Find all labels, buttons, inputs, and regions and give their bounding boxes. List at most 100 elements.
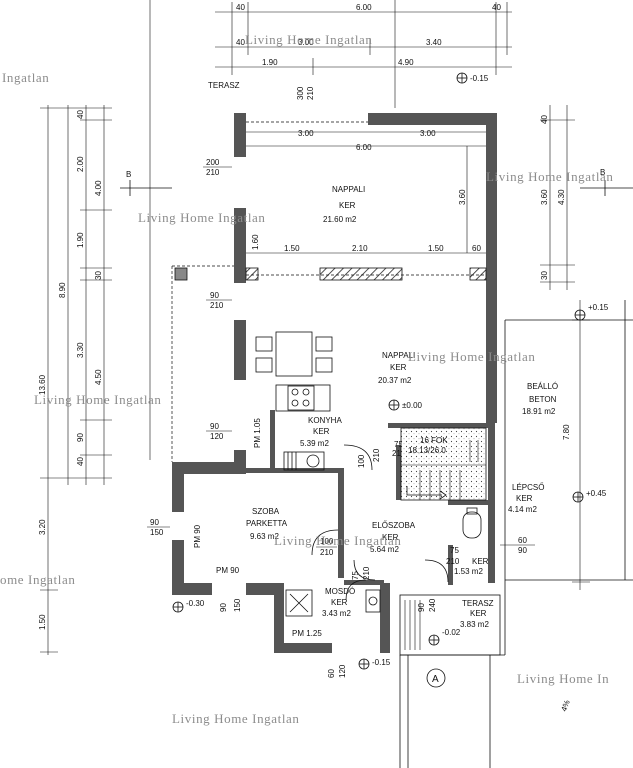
dim-col2-330: 3.30 [76, 342, 85, 358]
dim-r3-490: 4.90 [398, 58, 414, 67]
dim-col3-400: 4.00 [94, 180, 103, 196]
room-eloszoba-floor: KER [382, 533, 399, 542]
door-swings [311, 444, 449, 601]
mosdo-fixtures [285, 589, 381, 617]
room-labels: NAPPALI KER 21.60 m2 NAPPALI KER 20.37 m… [246, 185, 558, 629]
room-nappali-top-area: 21.60 m2 [323, 215, 357, 224]
room-mosdo-floor: KER [331, 598, 348, 607]
dim-win-210: 2.10 [352, 244, 368, 253]
room-konyha-name: KONYHA [308, 416, 342, 425]
room-szoba-area: 9.63 m2 [250, 532, 279, 541]
dim-win-210-left: 210 [206, 168, 220, 177]
dim-stair-door-210: 210 [372, 448, 381, 462]
level-carport-mid: +0.45 [586, 489, 607, 498]
dim-wc-door-210: 210 [446, 557, 460, 566]
dim-right-430: 4.30 [557, 189, 566, 205]
left-dimension-chains: 13.60 3.20 1.50 8.90 40 2.00 1.90 3.30 9… [38, 105, 112, 655]
lintel-beam-right [469, 267, 487, 281]
dim-top-40-right: 40 [492, 3, 501, 12]
room-lepcso-floor: KER [516, 494, 533, 503]
walls [172, 113, 497, 653]
dim-r2-300: 3.00 [298, 38, 314, 47]
dim-terasz-90: 90 [417, 603, 426, 612]
dim-elo-door-100: 100 [320, 537, 334, 546]
section-b-left-label: B [126, 170, 131, 179]
dim-right-780: 7.80 [562, 424, 571, 440]
dim-stair-door-100: 100 [357, 454, 366, 468]
lintel-beam-center [319, 267, 403, 281]
dim-mosdo-door-75: 75 [351, 571, 360, 580]
dim-left-150: 1.50 [38, 614, 47, 630]
lintel-beam-left [245, 267, 259, 281]
dim-szoba-win-90: 90 [150, 518, 159, 527]
room-mosdo-area: 3.43 m2 [322, 609, 351, 618]
terrace-top-label: TERASZ [208, 81, 240, 90]
section-mark-b-left [120, 180, 172, 196]
dim-col2-40: 40 [76, 110, 85, 119]
watermark-lower-center: Living Home Ingatlan [274, 533, 402, 548]
dim-entry-60: 60 [327, 669, 336, 678]
dim-right-40: 40 [540, 115, 549, 124]
room-lepcso-area: 4.14 m2 [508, 505, 537, 514]
dim-col2-200: 2.00 [76, 156, 85, 172]
dim-inner-600: 6.00 [356, 143, 372, 152]
watermark-lower-left: ome Ingatlan [0, 572, 75, 587]
watermark-lower-right: Living Home In [517, 671, 609, 686]
level-living: ±0.00 [402, 401, 423, 410]
pm-90-side: PM 90 [193, 524, 202, 548]
room-eloszoba-area: 5.64 m2 [370, 545, 399, 554]
room-beallo-name: BEÁLLÓ [527, 382, 558, 391]
section-b-right-label: B [600, 168, 605, 177]
dim-160-vertical: 1.60 [251, 234, 260, 250]
watermark-right-top: Living Home Ingatlan [486, 169, 614, 184]
room-terasz-name: TERASZ [462, 599, 494, 608]
level-terasz: -0.02 [442, 628, 461, 637]
right-dimension-chains: 40 3.60 4.30 30 7.80 [540, 105, 590, 590]
room-szoba-name: SZOBA [252, 507, 280, 516]
dim-door-210: 210 [210, 301, 224, 310]
dim-mosdo-door-210: 210 [362, 566, 371, 580]
room-szoba-floor: PARKETTA [246, 519, 288, 528]
level-carport-top: +0.15 [588, 303, 609, 312]
dim-inner-300-right: 3.00 [420, 129, 436, 138]
stairs-spec: 18.13/26.0 [408, 446, 446, 455]
dim-col2-40b: 40 [76, 457, 85, 466]
room-beallo-floor: BETON [529, 395, 557, 404]
dim-r3-190: 1.90 [262, 58, 278, 67]
dim-r2-340: 3.40 [426, 38, 442, 47]
room-lepcso-name: LÉPCSŐ [512, 483, 544, 492]
dim-stair-side-75: 75 [394, 440, 403, 449]
dim-win-150-right: 1.50 [428, 244, 444, 253]
dim-left-320: 3.20 [38, 519, 47, 535]
watermark-center: Living Home Ingatlan [138, 210, 266, 225]
dim-kitchen-120: 120 [210, 432, 224, 441]
dim-top-door-300: 300 [296, 86, 305, 100]
room-mosdo-name: MOSDÓ [325, 587, 355, 596]
room-nappali-top-name: NAPPALI [332, 185, 365, 194]
room-nappali-mid-name: NAPPALI [382, 351, 415, 360]
staircase [400, 427, 487, 501]
dim-door-90: 90 [210, 291, 219, 300]
dim-kitchen-90: 90 [210, 422, 219, 431]
dim-360-vertical: 3.60 [458, 189, 467, 205]
watermark-top-left: Ingatlan [2, 70, 49, 85]
room-konyha-area: 5.39 m2 [300, 439, 329, 448]
dim-col2-190: 1.90 [76, 232, 85, 248]
axis-a-label: A [432, 674, 439, 685]
room-terasz-floor: KER [470, 609, 487, 618]
dim-top-40-left: 40 [236, 3, 245, 12]
level-markers [172, 72, 586, 670]
watermark-mid-right: Living Home Ingatlan [408, 349, 536, 364]
dim-inner-300-left: 3.00 [298, 129, 314, 138]
pm-105-label: PM 1.05 [253, 418, 262, 448]
dim-szoba-bottom-90: 90 [219, 603, 228, 612]
dining-set [255, 331, 333, 377]
room-terasz-area: 3.83 m2 [460, 620, 489, 629]
level-left: -0.30 [186, 599, 205, 608]
pm-125-label: PM 1.25 [292, 629, 322, 638]
dim-right-win-60: 60 [518, 536, 527, 545]
section-mark-b-right [580, 180, 633, 196]
room-wc-floor: KER [472, 557, 489, 566]
room-nappali-top-floor: KER [339, 201, 356, 210]
